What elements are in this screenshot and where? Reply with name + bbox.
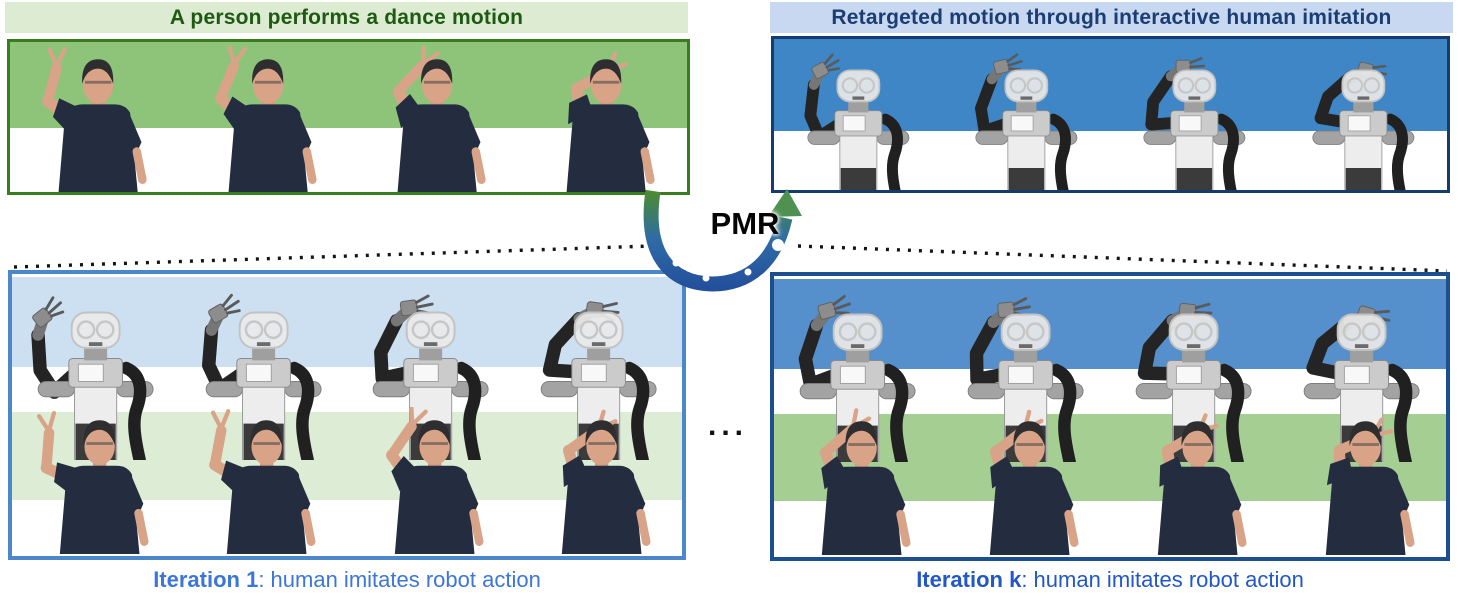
human-frame bbox=[774, 408, 942, 555]
retargeted-motion-panel bbox=[771, 36, 1450, 193]
pmr-method-label: PMR bbox=[710, 206, 780, 241]
human-frame bbox=[1278, 408, 1446, 555]
human-figure bbox=[36, 410, 149, 554]
human-frame bbox=[518, 46, 687, 192]
iterationk-human-frames bbox=[774, 408, 1446, 555]
human-figure bbox=[562, 409, 651, 554]
robot-frame bbox=[942, 40, 1110, 190]
iterationk-caption: Iteration k: human imitates robot action bbox=[770, 566, 1450, 594]
robot-frame bbox=[774, 40, 942, 190]
human-frame bbox=[180, 407, 348, 554]
robot-figure bbox=[804, 53, 910, 190]
retargeted-motion-title: Retargeted motion through interactive hu… bbox=[770, 2, 1453, 33]
dotted-connector-left bbox=[13, 244, 653, 269]
human-figure bbox=[989, 409, 1079, 555]
robot-frame bbox=[1111, 40, 1279, 190]
human-figure bbox=[392, 46, 486, 192]
source-motion-title: A person performs a dance motion bbox=[5, 2, 688, 33]
robot-figure bbox=[372, 294, 489, 460]
human-frame bbox=[10, 46, 179, 192]
iteration1-human-frames bbox=[12, 407, 682, 554]
robot-figure bbox=[1311, 61, 1414, 190]
human-figure bbox=[209, 409, 316, 554]
arrow-waypoint-dots bbox=[672, 239, 784, 282]
human-figure bbox=[385, 407, 484, 554]
human-frame bbox=[1110, 408, 1278, 555]
robot-figure bbox=[975, 53, 1078, 190]
iterationk-caption-rest: : human imitates robot action bbox=[1021, 567, 1304, 592]
robot-frame bbox=[1279, 40, 1447, 190]
iterationk-caption-bold: Iteration k bbox=[916, 567, 1022, 592]
robot-frame bbox=[774, 280, 942, 462]
dotted-connector-right bbox=[797, 244, 1448, 273]
medium-blue-backdrop-band bbox=[774, 278, 1446, 369]
human-frame bbox=[942, 408, 1110, 555]
human-figure bbox=[42, 47, 147, 192]
human-frame bbox=[349, 46, 518, 192]
iteration1-caption-rest: : human imitates robot action bbox=[258, 567, 541, 592]
human-frame bbox=[347, 407, 515, 554]
human-frame bbox=[515, 407, 683, 554]
robot-figure bbox=[799, 294, 916, 462]
source-human-frames bbox=[10, 46, 687, 192]
human-figure bbox=[819, 408, 911, 555]
human-figure bbox=[566, 51, 655, 192]
robot-frame bbox=[347, 278, 515, 460]
ellipsis-between-iterations: ... bbox=[707, 409, 748, 442]
human-frame bbox=[12, 407, 180, 554]
source-motion-panel bbox=[7, 39, 690, 195]
iteration1-caption-bold: Iteration 1 bbox=[153, 567, 259, 592]
human-figure bbox=[1157, 413, 1247, 555]
robot-figure bbox=[1143, 57, 1246, 190]
retargeted-robot-frames bbox=[774, 40, 1447, 190]
iterationk-panel bbox=[770, 272, 1450, 561]
human-frame bbox=[179, 46, 348, 192]
human-figure bbox=[214, 46, 317, 192]
iteration1-caption: Iteration 1: human imitates robot action bbox=[8, 566, 686, 594]
iteration1-panel bbox=[8, 270, 686, 560]
human-figure bbox=[1325, 417, 1415, 555]
